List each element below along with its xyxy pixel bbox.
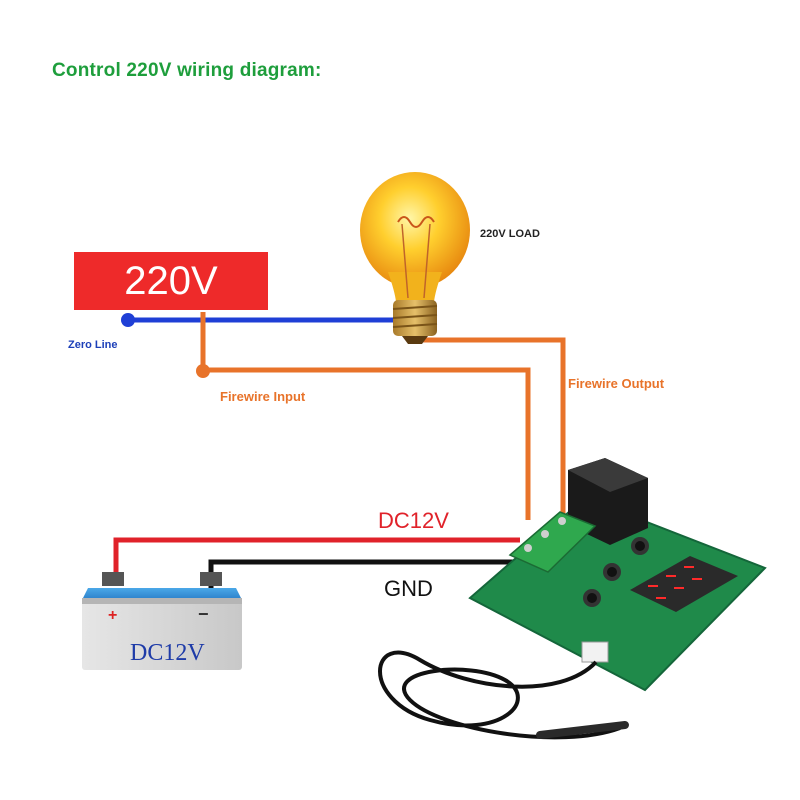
firewire-input-wire bbox=[200, 312, 531, 520]
battery-icon bbox=[82, 572, 242, 670]
zero-line-wire bbox=[121, 313, 395, 327]
source-220v-box: 220V bbox=[74, 252, 268, 310]
firewire-input-junction bbox=[196, 364, 210, 378]
zero-line-label: Zero Line bbox=[68, 339, 118, 351]
terminal-block bbox=[508, 511, 597, 573]
firewire-output-label: Firewire Output bbox=[568, 376, 665, 391]
firewire-input-label: Firewire Input bbox=[220, 389, 306, 404]
battery-plus-label: + bbox=[108, 607, 118, 624]
diagram-title: Control 220V wiring diagram: bbox=[52, 60, 322, 81]
gnd-wire bbox=[208, 559, 520, 590]
firewire-output-wire bbox=[415, 337, 566, 522]
gnd-label: GND bbox=[384, 576, 433, 601]
battery-minus-label: − bbox=[198, 604, 209, 624]
dc12v-wire bbox=[113, 537, 520, 582]
battery-label: DC12V bbox=[130, 640, 205, 666]
light-bulb-icon bbox=[360, 172, 470, 344]
thermostat-module bbox=[468, 458, 767, 692]
sensor-cable bbox=[378, 650, 621, 740]
load-label: 220V LOAD bbox=[480, 228, 540, 240]
sensor-connector bbox=[581, 641, 609, 663]
dc12v-label: DC12V bbox=[378, 508, 449, 533]
